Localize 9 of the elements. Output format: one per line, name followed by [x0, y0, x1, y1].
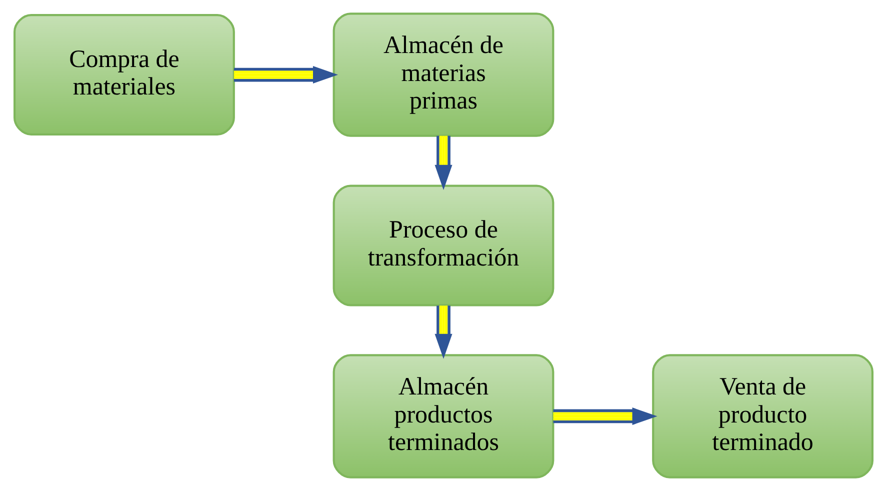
node-box: Proceso de transformación	[332, 184, 554, 306]
arrow	[552, 407, 657, 425]
node-box: Compra de materiales	[13, 14, 234, 136]
arrow	[434, 136, 452, 190]
node-box: Almacén productos terminados	[332, 354, 554, 478]
node-box: Almacén de materias primas	[332, 12, 554, 137]
node-box: Venta de producto terminado	[652, 354, 873, 478]
arrow	[233, 66, 338, 84]
arrow	[434, 306, 452, 359]
